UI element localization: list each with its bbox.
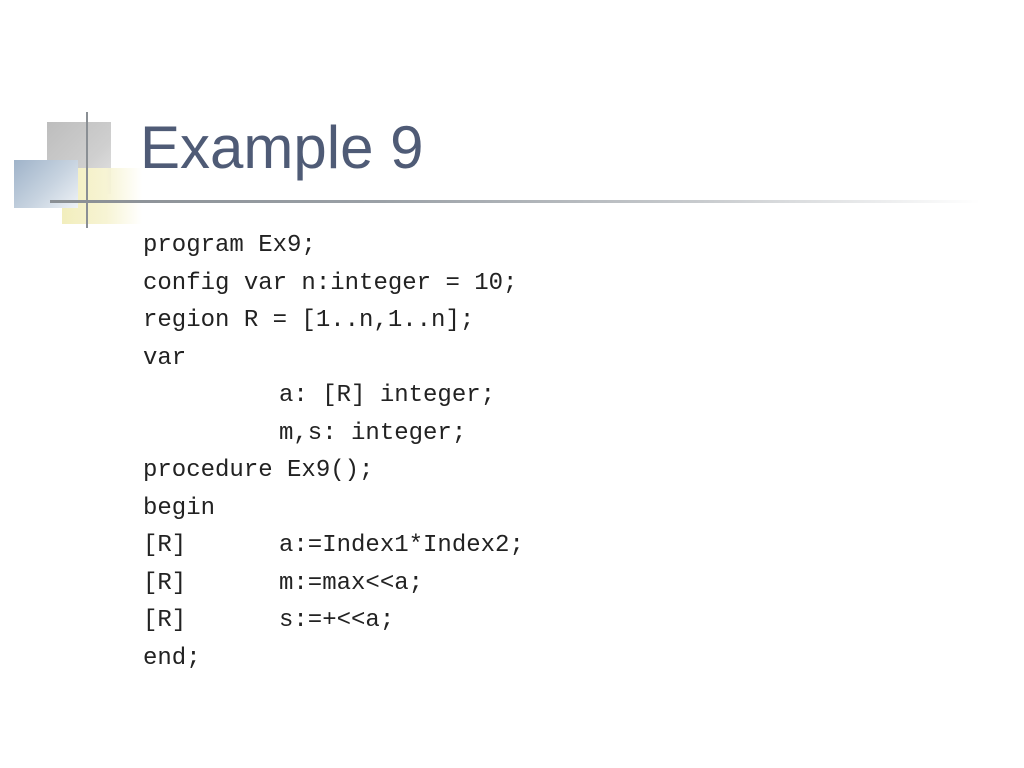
code-line: region R = [1..n,1..n]; [143,302,524,340]
slide-title: Example 9 [140,114,424,181]
decorative-squares [0,0,160,240]
code-text: var [143,344,187,372]
code-line: program Ex9; [143,227,524,265]
code-line: [R] m:=max<<a; [143,565,524,603]
code-line: procedure Ex9(); [143,452,524,490]
code-block: program Ex9; config var n:integer = 10; … [143,227,524,677]
code-text: m,s: integer; [279,419,467,447]
code-text: a:=Index1*Index2; [279,532,524,559]
code-line: var [143,340,524,378]
code-text: region R = [1..n,1..n]; [143,307,475,334]
code-line: [R] s:=+<<a; [143,602,524,640]
code-text: begin [143,494,216,522]
code-text: end; [143,644,201,672]
code-line: begin [143,490,524,528]
region-label: [R] [143,607,187,634]
code-text: m:=max<<a; [279,569,424,597]
code-line: end; [143,640,524,678]
region-label: [R] [143,532,187,559]
code-text: a: [R] integer; [279,382,496,409]
code-line: [R] a:=Index1*Index2; [143,527,524,565]
code-text: config var n:integer = 10; [143,269,518,297]
region-label: [R] [143,569,187,597]
title-underline [50,200,980,203]
code-text: program Ex9; [143,232,316,259]
decorative-vertical-line [86,112,88,228]
code-text: s:=+<<a; [279,607,395,634]
code-text: procedure Ex9(); [143,457,374,484]
code-line: a: [R] integer; [143,377,524,415]
code-line: m,s: integer; [143,415,524,453]
code-line: config var n:integer = 10; [143,265,524,303]
